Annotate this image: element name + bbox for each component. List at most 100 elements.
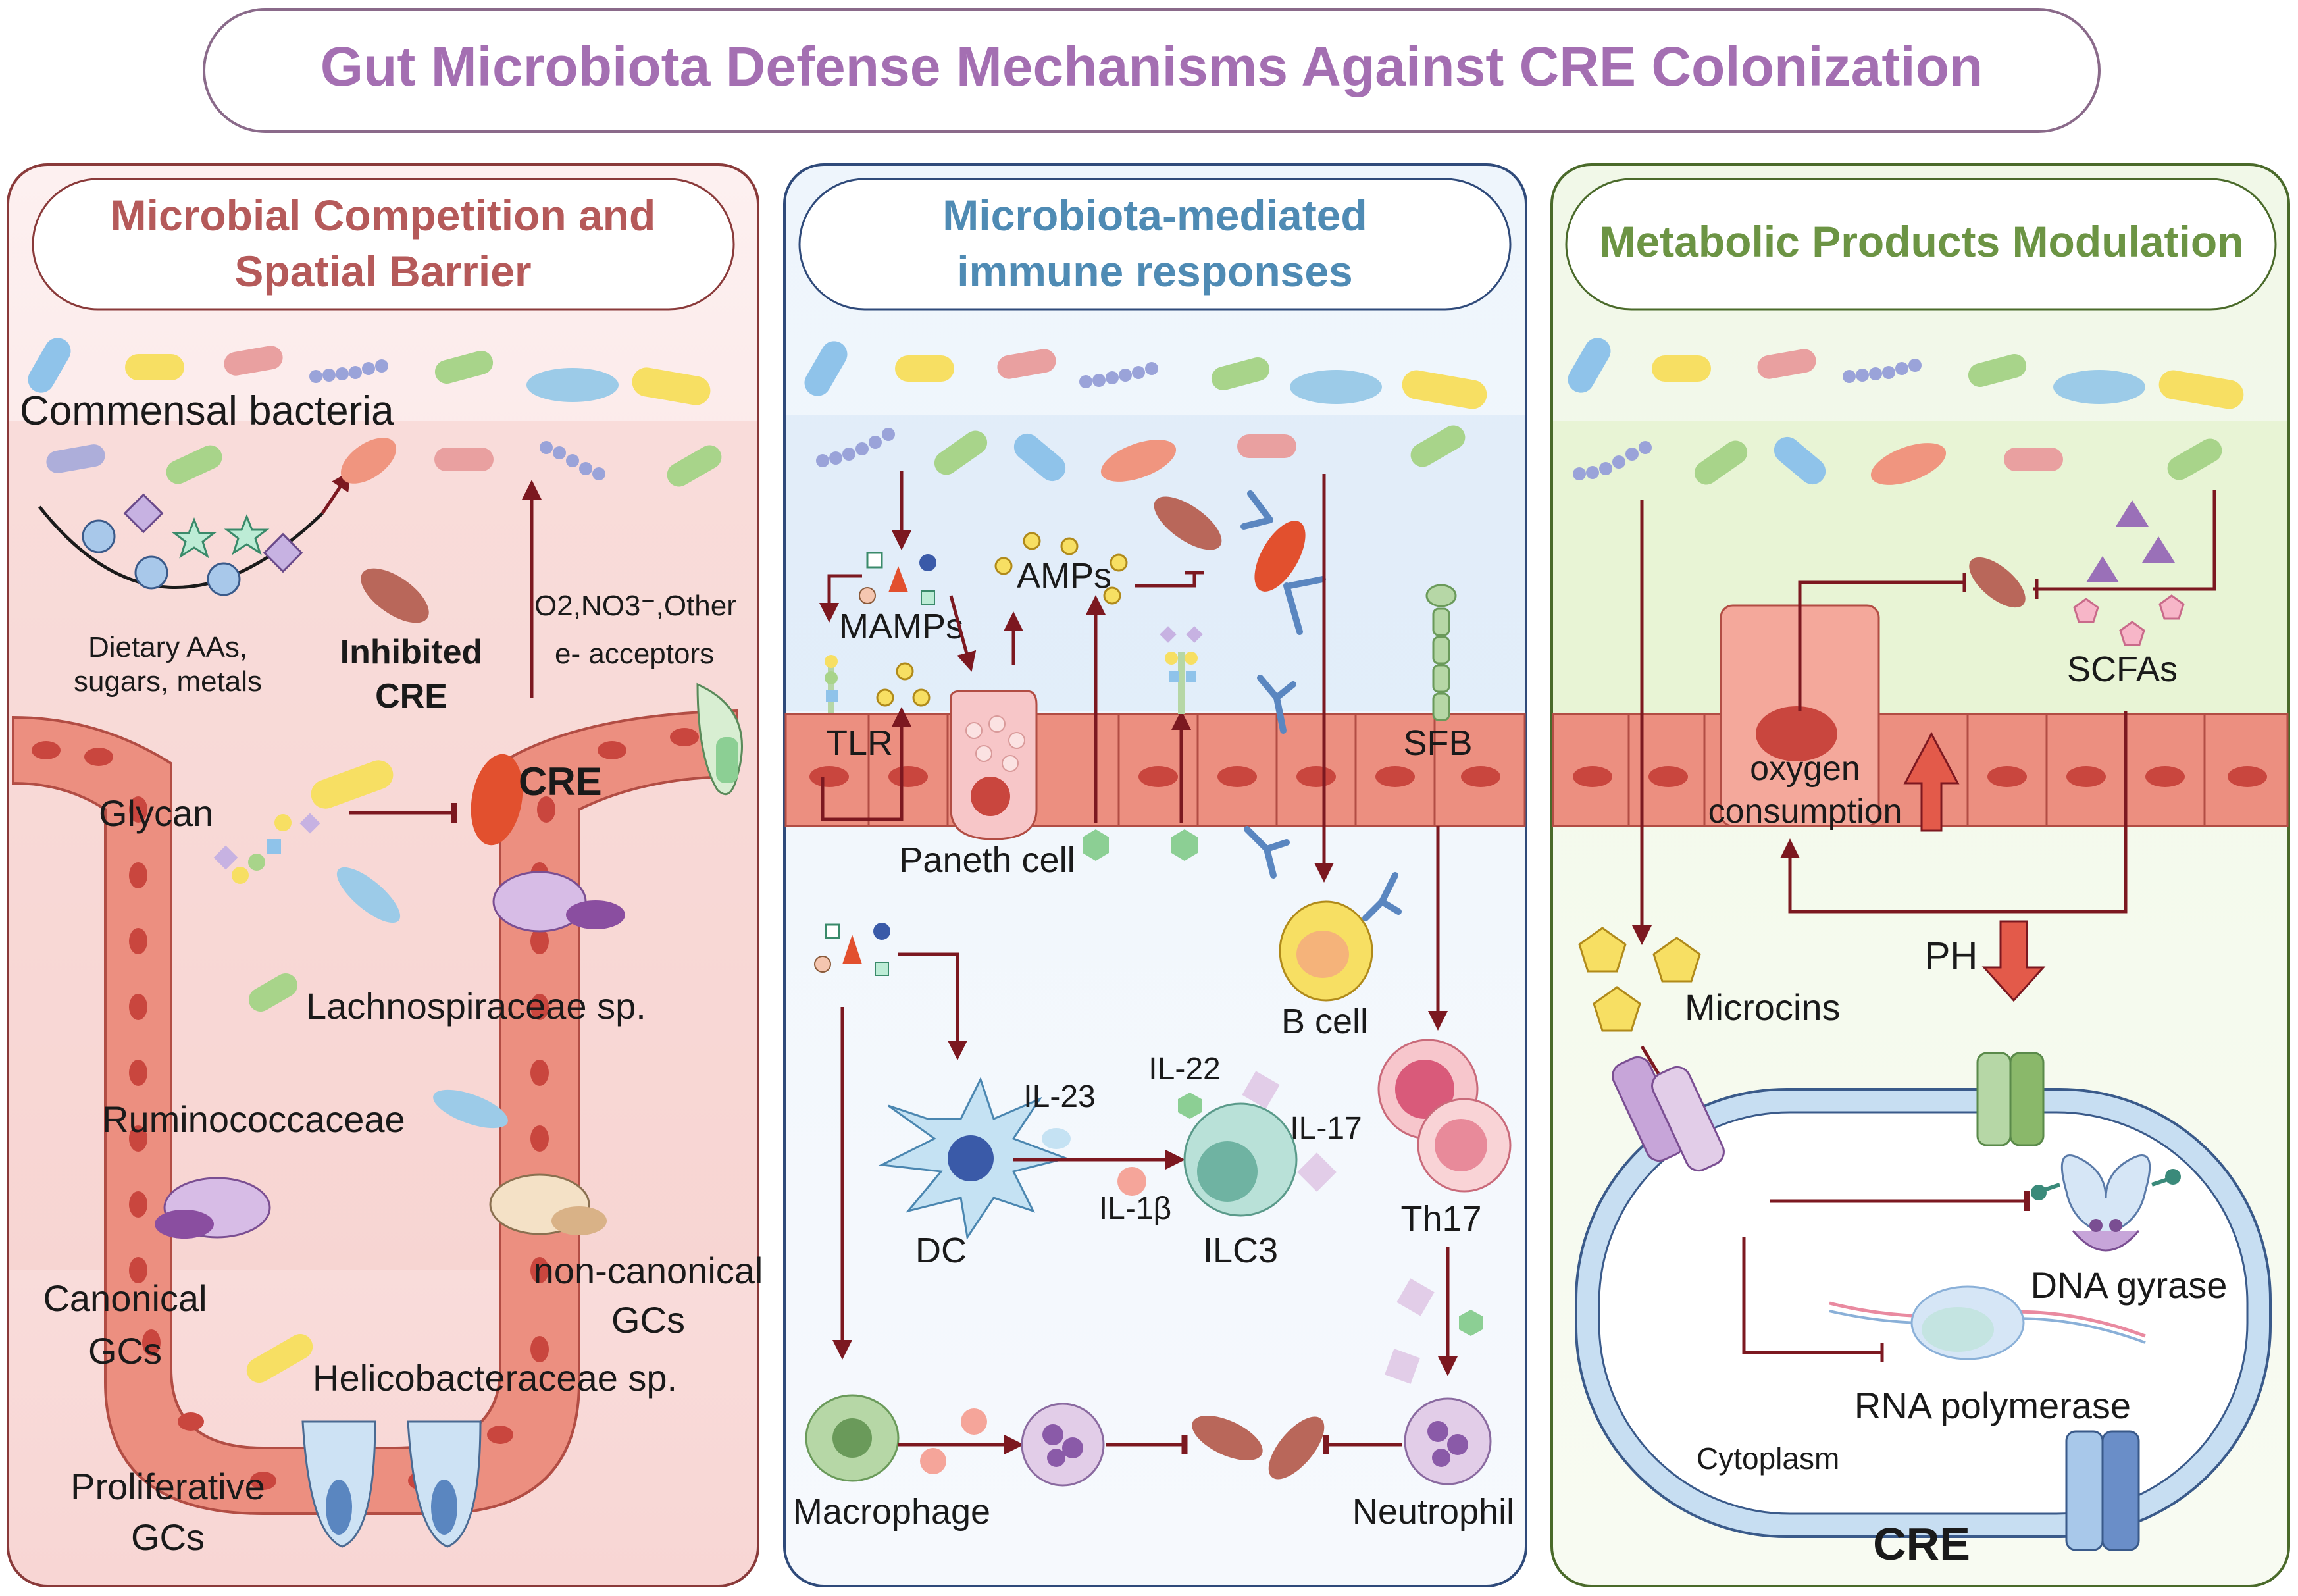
panel1-title-line1: Microbial Competition and bbox=[111, 191, 656, 240]
macrophage-cell bbox=[805, 1394, 900, 1482]
label-rumino: Ruminococcaceae bbox=[102, 1098, 405, 1140]
bacterium-yellow bbox=[125, 354, 184, 380]
il1b-molecule bbox=[1117, 1167, 1146, 1196]
label-neutrophil: Neutrophil bbox=[1352, 1492, 1514, 1532]
p2-bacterium-pink bbox=[997, 349, 1056, 379]
label-macrophage: Macrophage bbox=[793, 1492, 990, 1532]
bacterium-green bbox=[434, 351, 494, 384]
ruminococcaceae-bacterium bbox=[433, 1089, 508, 1129]
label-noncanonical-2: GCs bbox=[611, 1299, 685, 1341]
oxygen-consuming-cell bbox=[1720, 604, 1880, 827]
membrane-channel-green bbox=[1976, 1052, 2045, 1146]
membrane-channel-purple bbox=[1612, 1056, 1725, 1172]
b-cell bbox=[1279, 872, 1402, 1002]
ilc3-cell bbox=[1183, 1102, 1298, 1217]
main-title: Gut Microbiota Defense Mechanisms Agains… bbox=[203, 8, 2101, 133]
cytokine-dot-1 bbox=[961, 1408, 987, 1435]
il22-molecule-2 bbox=[1459, 1310, 1483, 1336]
label-tlr: TLR bbox=[826, 723, 893, 763]
label-glycan: Glycan bbox=[99, 792, 213, 834]
scfa-molecules bbox=[2073, 500, 2185, 646]
antibody-2 bbox=[1257, 675, 1296, 734]
label-sfb: SFB bbox=[1403, 723, 1472, 763]
p2-bacterium-pink-2 bbox=[1237, 434, 1296, 458]
label-microcins: Microcins bbox=[1685, 987, 1840, 1028]
goblet-cell-canonical bbox=[155, 1177, 271, 1239]
goblet-cells-proliferative bbox=[301, 1420, 482, 1548]
cre-bacterium bbox=[471, 754, 523, 846]
iga-antibody-complex bbox=[1240, 490, 1326, 635]
panel-metabolic: Metabolic Products Modulation bbox=[1550, 163, 2290, 1587]
dendritic-cell bbox=[878, 1077, 1070, 1240]
cytokine-dot-2 bbox=[920, 1448, 946, 1474]
panel-competition: Microbial Competition and Spatial Barrie… bbox=[7, 163, 763, 1587]
label-dna-gyrase: DNA gyrase bbox=[2031, 1264, 2228, 1306]
p3-bacterium-blue bbox=[1568, 338, 1611, 393]
bacterium-chain-left bbox=[46, 444, 105, 473]
label-dc: DC bbox=[915, 1231, 967, 1270]
label-paneth: Paneth cell bbox=[899, 840, 1075, 880]
label-helico: Helicobacteraceae sp. bbox=[313, 1357, 677, 1399]
label-canonical-1: Canonical bbox=[43, 1277, 207, 1319]
label-noncanonical-1: non-canonical bbox=[534, 1250, 763, 1291]
p2-bacterium-blue bbox=[804, 341, 848, 396]
mamps-cluster bbox=[859, 552, 936, 605]
hexagon-cytokine-1 bbox=[1083, 829, 1109, 861]
bacterium-green-3 bbox=[166, 445, 222, 484]
il17-molecule-3 bbox=[1396, 1278, 1435, 1316]
label-amps: AMPs bbox=[1017, 556, 1111, 596]
panel2-title-line2: immune responses bbox=[957, 247, 1353, 296]
neutrophil-right bbox=[1404, 1397, 1492, 1485]
increase-arrow bbox=[1903, 731, 1960, 832]
goblet-cell-noncanonical bbox=[489, 1173, 607, 1235]
label-scfas: SCFAs bbox=[2067, 650, 2178, 689]
bacterium-pink-2 bbox=[434, 448, 494, 471]
p3-cre-bacterium-inhibited bbox=[1969, 557, 2026, 608]
p3-bacterium-blue-2 bbox=[1774, 436, 1826, 485]
panel3-title: Metabolic Products Modulation bbox=[1599, 217, 2243, 266]
panel1-title-line2: Spatial Barrier bbox=[234, 247, 531, 296]
p2-bacterium-red bbox=[1100, 440, 1177, 482]
label-acceptors-1: O2,NO3⁻,Other bbox=[534, 590, 736, 622]
label-dietary-2: sugars, metals bbox=[74, 665, 262, 698]
p3-bacterium-green-3 bbox=[2167, 438, 2222, 480]
label-prolif-2: GCs bbox=[131, 1516, 205, 1558]
il23-molecule bbox=[1042, 1128, 1071, 1149]
commensal-bacterium-red bbox=[340, 438, 397, 484]
label-oxygen-2: consumption bbox=[1708, 792, 1902, 831]
bacterium-yellow-glycan bbox=[311, 760, 394, 809]
panel-immune: Microbiota-mediated immune responses MAM… bbox=[783, 163, 1527, 1587]
label-dietary-1: Dietary AAs, bbox=[88, 631, 247, 663]
label-acceptors-2: e- acceptors bbox=[555, 638, 714, 670]
p3-strep-chain bbox=[1843, 359, 1922, 383]
bacterium-green-4 bbox=[248, 973, 298, 1012]
label-p3-cre: CRE bbox=[1873, 1518, 1970, 1570]
label-rna-pol: RNA polymerase bbox=[1854, 1385, 2131, 1426]
p3-bacterium-green-2 bbox=[1694, 440, 1748, 485]
p3-flagellated bbox=[2053, 370, 2145, 404]
main-title-text: Gut Microbiota Defense Mechanisms Agains… bbox=[320, 36, 1983, 97]
bacterium-yellow-large bbox=[632, 367, 711, 405]
flagellated-bacterium bbox=[526, 368, 619, 402]
streptococcus-chain bbox=[309, 359, 388, 383]
nutrients bbox=[82, 493, 303, 596]
p2-cre-bacterium-inhibited bbox=[1154, 496, 1222, 550]
label-il17: IL-17 bbox=[1290, 1111, 1362, 1146]
p2-bacterium-green-2 bbox=[934, 430, 988, 475]
label-ilc3: ILC3 bbox=[1203, 1231, 1278, 1270]
label-cre: CRE bbox=[519, 759, 602, 804]
bacterium-pink bbox=[224, 346, 283, 376]
label-mamps: MAMPs bbox=[839, 607, 963, 646]
label-il23: IL-23 bbox=[1023, 1079, 1095, 1114]
goblet-cell-top-right bbox=[696, 682, 743, 796]
p3-bacterium-pink bbox=[1757, 349, 1816, 379]
label-ph: PH bbox=[1925, 935, 1978, 977]
p3-strep-chain-2 bbox=[1573, 441, 1652, 480]
streptococcus-chain-2 bbox=[540, 441, 605, 480]
label-th17: Th17 bbox=[1400, 1199, 1481, 1239]
label-oxygen-1: oxygen bbox=[1750, 750, 1860, 788]
dna-gyrase bbox=[2031, 1154, 2181, 1252]
p2-strep-chain-2 bbox=[816, 428, 895, 467]
label-il1b: IL-1β bbox=[1099, 1191, 1171, 1226]
bacterium-green-2 bbox=[667, 445, 722, 487]
